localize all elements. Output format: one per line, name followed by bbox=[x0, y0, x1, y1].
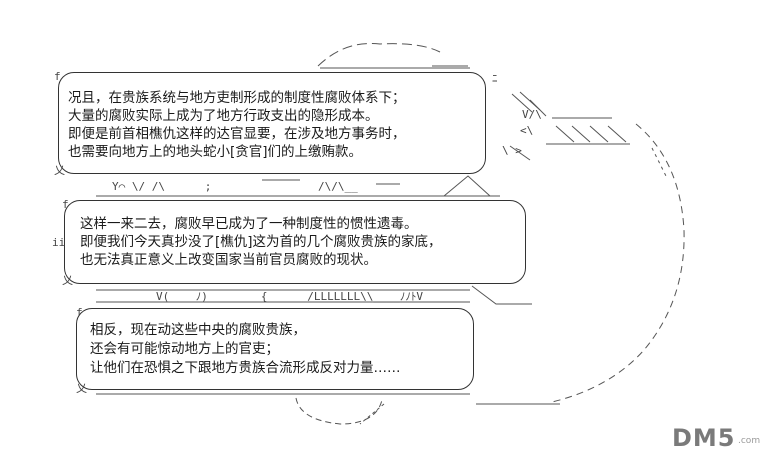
ascii-row-2: V( ﾉ) { /LLLLLLL\\____ﾉﾉﾄV bbox=[156, 290, 424, 303]
bubble-3-line-3: 让他们在恐惧之下跟地方贵族合流形成反对力量…… bbox=[90, 360, 401, 376]
ascii-f-2: f bbox=[62, 198, 69, 211]
dm5-logo-suffix: .com bbox=[738, 436, 761, 446]
ascii-row-1b: /\/\__ bbox=[318, 180, 358, 193]
ascii-tail-1: 乂 bbox=[54, 164, 65, 177]
speech-bubble-2 bbox=[64, 200, 526, 284]
ascii-ii: ii bbox=[52, 236, 66, 249]
ascii-tail-2: 乂 bbox=[62, 274, 73, 287]
bubble-2-line-3: 也无法真正意义上改变国家当前官员腐败的现状。 bbox=[80, 252, 377, 268]
ascii-f-3: f bbox=[76, 306, 83, 319]
bubble-2-line-1: 这样一来二去，腐败早已成为了一种制度性的惯性遗毒。 bbox=[80, 216, 418, 232]
bubble-3-line-1: 相反，现在动这些中央的腐败贵族， bbox=[90, 322, 306, 338]
ascii-tail-3: 乂 bbox=[76, 382, 87, 395]
ascii-ni: ﾆ bbox=[492, 72, 498, 85]
bubble-3-line-2: 还会有可能惊动地方上的官吏； bbox=[90, 341, 279, 357]
bubble-2-line-2: 即便我们今天真抄没了[樵仇]这为首的几个腐败贵族的家底， bbox=[80, 234, 442, 250]
ascii-v-slash: V/\ bbox=[522, 108, 542, 121]
ascii-row-1: Y⌒ \/ /\ ; bbox=[112, 180, 212, 193]
bubble-1-line-4: 也需要向地方上的地头蛇小[贪官]们的上缴贿款。 bbox=[68, 144, 363, 160]
speech-bubble-1 bbox=[58, 72, 486, 174]
dm5-logo: DM5 bbox=[672, 424, 736, 452]
ascii-greater-than: \ > bbox=[502, 144, 522, 157]
bubble-1-line-3: 即便是前首相樵仇这样的达官显要，在涉及地方事务时， bbox=[68, 126, 406, 142]
ascii-less-than: <\ bbox=[520, 124, 534, 137]
bubble-1-line-1: 况且，在贵族系统与地方吏制形成的制度性腐败体系下； bbox=[68, 90, 406, 106]
speech-bubble-3 bbox=[76, 308, 474, 390]
ascii-f-1: f bbox=[54, 70, 61, 83]
bubble-1-line-2: 大量的腐败实际上成为了地方行政支出的隐形成本。 bbox=[68, 108, 379, 124]
